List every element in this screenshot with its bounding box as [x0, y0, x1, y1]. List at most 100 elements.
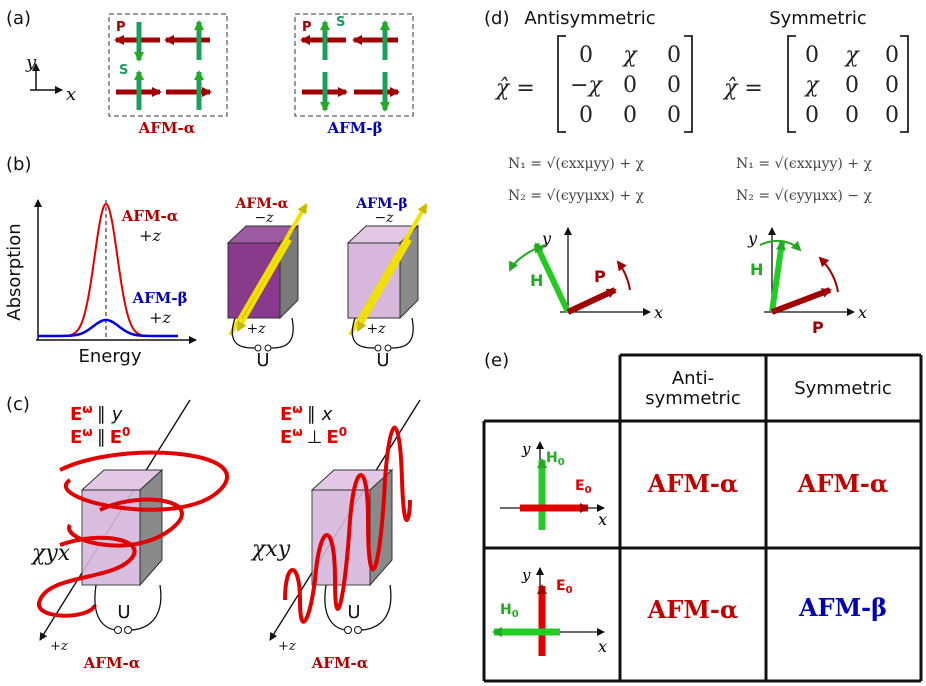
anti-n1-formula: N₁ = √(ϵxxμyy) + χ [508, 156, 645, 172]
p-label: P [116, 20, 126, 35]
cell-r2-sym: AFM-β [798, 593, 887, 622]
energy-axis-label: Energy [78, 346, 141, 367]
alpha-curve-label: AFM-α [121, 207, 179, 225]
panel-d-label: (d) [484, 8, 509, 29]
matrix-cell: 0 [805, 43, 819, 68]
matrix-cell: 0 [579, 43, 593, 68]
panel-a-label: (a) [6, 8, 31, 29]
plus-z-label: +z [366, 321, 386, 337]
beta-curve-label: AFM-β [131, 289, 187, 307]
matrix-cell: 0 [579, 103, 593, 128]
antisymmetric-title: Antisymmetric [524, 8, 655, 29]
x-label: x [598, 637, 607, 656]
svg-text:Eω∥y: Eω∥y [70, 402, 123, 425]
cube-beta-title: AFM-β [355, 196, 407, 212]
y-label: y [521, 440, 531, 458]
p-label: P [812, 318, 824, 337]
symmetry-table: Anti- symmetric Symmetric y x H0 E0 y x [482, 353, 923, 683]
panel-e-label: (e) [484, 350, 509, 371]
sym-vector-diagram: x y H P [747, 227, 867, 337]
anti-vector-diagram: x y H P [509, 227, 663, 322]
axis-y-label: y [25, 52, 37, 73]
afm-alpha-cell [108, 13, 228, 117]
svg-text:E0: E0 [556, 578, 573, 596]
afm-alpha-crystal: AFM-α −z +z U [226, 196, 308, 371]
header-anti-line1: Anti- [672, 368, 714, 389]
beta-absorption-curve [38, 318, 178, 338]
p-label: P [594, 267, 606, 286]
x-label: x [654, 303, 663, 322]
plus-z-label: +z [278, 639, 296, 654]
matrix-cell: 0 [885, 43, 899, 68]
u-label: U [376, 350, 389, 371]
afm-alpha-caption: AFM-α [138, 119, 196, 137]
svg-text:H0: H0 [500, 602, 519, 620]
chi-hat-label: χ̂ = [494, 76, 535, 101]
panel-b: (b) Absorption Energy AFM-α +z AFM-β +z … [4, 154, 428, 371]
afm-beta-spins: P S [300, 15, 400, 112]
right-waveguide: χxy +z U AFM-α [250, 399, 421, 672]
afm-beta-cell [294, 13, 414, 117]
x-label: x [598, 510, 607, 529]
panel-c: (c) Eω∥y Eω∥E0 χyx +z U AFM-α Eω∥x Eω⊥E0 [6, 394, 421, 672]
svg-text:Eω∥E0: Eω∥E0 [70, 425, 130, 448]
header-anti-line2: symmetric [645, 388, 741, 409]
p-label: P [302, 20, 312, 35]
chi-hat-label: χ̂ = [722, 76, 763, 101]
xy-axes-icon: y x [25, 52, 76, 105]
panel-e: (e) Anti- symmetric Symmetric y x H0 [482, 350, 923, 683]
minus-z-label: −z [374, 210, 394, 226]
matrix-cell: 0 [623, 103, 637, 128]
left-field-labels: Eω∥y Eω∥E0 [70, 402, 130, 448]
anti-n2-formula: N₂ = √(ϵyyμxx) + χ [508, 188, 645, 204]
x-label: x [858, 303, 867, 322]
cell-r1-sym: AFM-α [797, 469, 889, 498]
sym-n1-formula: N₁ = √(ϵxxμyy) + χ [736, 156, 873, 172]
matrix-cell: χ [803, 73, 820, 98]
cell-r1-anti: AFM-α [647, 469, 739, 498]
matrix-cell: 0 [805, 103, 819, 128]
afm-beta-crystal: AFM-β −z +z U [346, 196, 428, 371]
y-label: y [541, 229, 552, 248]
afm-beta-caption: AFM-β [326, 119, 382, 137]
chi-xy-label: χxy [250, 537, 291, 562]
matrix-cell: χ [843, 43, 860, 68]
matrix-cell: 0 [845, 73, 859, 98]
symmetric-title: Symmetric [769, 8, 867, 29]
panel-a: (a) y x P S AFM-α [6, 8, 414, 137]
plus-z-label: +z [50, 639, 68, 654]
minus-z-label: −z [254, 210, 274, 226]
matrix-cell: 0 [623, 73, 637, 98]
beta-dir-label: +z [149, 308, 171, 327]
svg-text:H0: H0 [546, 450, 565, 468]
matrix-cell: −χ [570, 73, 603, 98]
matrix-cell: χ [621, 43, 638, 68]
header-symmetric: Symmetric [794, 378, 892, 399]
svg-text:Eω∥x: Eω∥x [280, 402, 333, 425]
svg-text:Eω⊥E0: Eω⊥E0 [280, 425, 347, 448]
sym-n2-formula: N₂ = √(ϵyyμxx) − χ [736, 188, 873, 204]
y-label: y [747, 229, 758, 248]
s-label: S [119, 63, 128, 78]
absorption-plot: Absorption Energy AFM-α +z AFM-β +z [4, 199, 197, 367]
plus-z-label: +z [246, 321, 266, 337]
right-caption: AFM-α [311, 654, 369, 672]
afm-alpha-spins: P S [114, 20, 212, 110]
h-label: H [750, 260, 763, 279]
absorption-axis-label: Absorption [4, 223, 25, 320]
u-label: U [256, 350, 269, 371]
matrix-cell: 0 [667, 73, 681, 98]
matrix-cell: 0 [885, 73, 899, 98]
cube-alpha-title: AFM-α [235, 196, 289, 212]
alpha-dir-label: +z [139, 226, 161, 245]
panel-b-label: (b) [6, 154, 31, 175]
left-caption: AFM-α [83, 654, 141, 672]
svg-text:E0: E0 [575, 478, 592, 496]
left-waveguide: χyx +z U AFM-α [30, 399, 230, 672]
matrix-cell: 0 [667, 103, 681, 128]
right-field-labels: Eω∥x Eω⊥E0 [280, 402, 347, 448]
y-label: y [521, 566, 531, 584]
